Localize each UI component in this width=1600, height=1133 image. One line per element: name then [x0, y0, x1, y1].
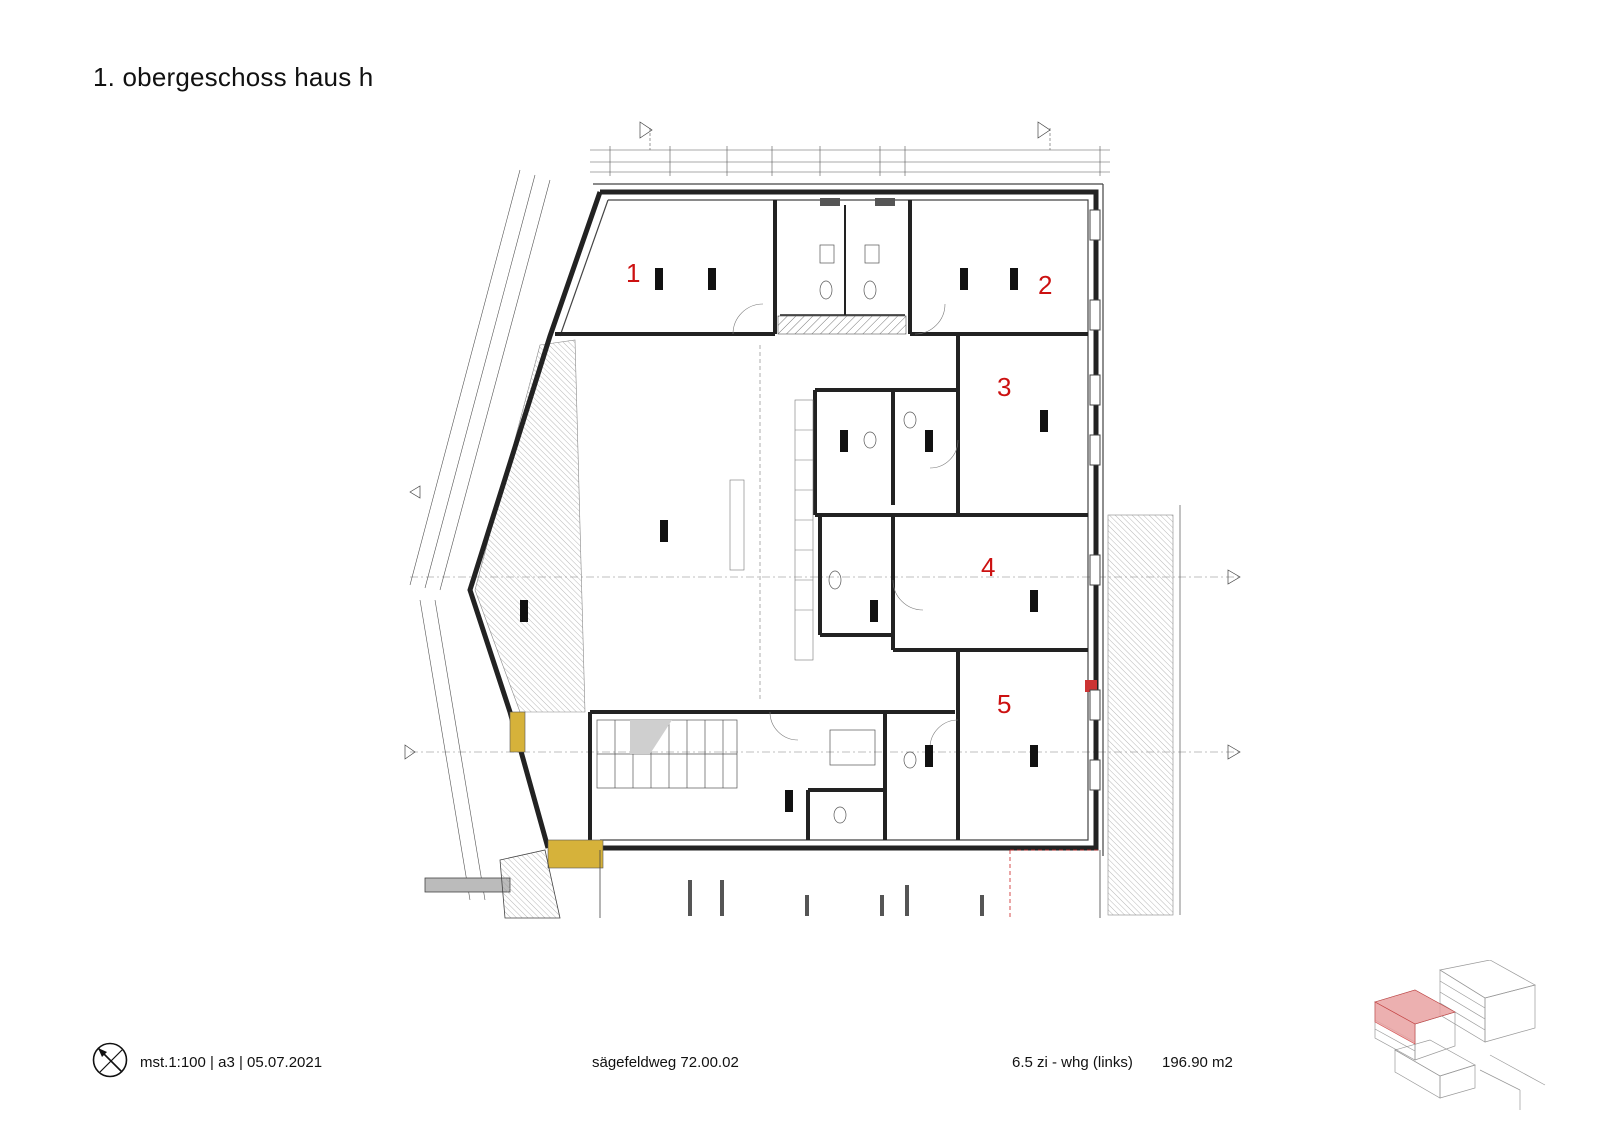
outer-walls [467, 189, 1099, 851]
room-tags [520, 268, 1048, 812]
outer-walls-inner [559, 183, 1104, 856]
room-numbers: 1 2 3 4 5 [626, 258, 1052, 719]
terrace-right [1107, 505, 1181, 916]
lower-section-fragment [424, 849, 1101, 919]
unit-area: 196.90 m2 [1162, 1054, 1233, 1071]
page-title: 1. obergeschoss haus h [93, 62, 374, 92]
room-number-1: 1 [626, 258, 640, 288]
room-number-5: 5 [997, 689, 1011, 719]
axonometric-context-icon [1374, 960, 1546, 1110]
structural-patches [509, 198, 1097, 869]
loggia-area [474, 339, 586, 713]
scale-and-date: mst.1:100 | a3 | 05.07.2021 [140, 1054, 323, 1071]
interior-walls [555, 200, 1088, 840]
sanitary-fixtures [819, 244, 917, 824]
room-number-3: 3 [997, 372, 1011, 402]
room-number-2: 2 [1038, 270, 1052, 300]
kitchen-cabinets [729, 345, 814, 700]
room-number-4: 4 [981, 552, 995, 582]
right-facade-windows [1089, 209, 1101, 791]
left-dimension-band [409, 169, 551, 901]
staircase [596, 719, 738, 789]
dimension-ticks [688, 880, 984, 916]
top-dimension-lines [590, 128, 1110, 176]
door-swings [732, 303, 959, 749]
north-arrow-icon [92, 1042, 128, 1078]
grid-axis-markers [404, 121, 1241, 760]
unit-type: 6.5 zi - whg (links) [1012, 1054, 1133, 1071]
project-name: sägefeldweg 72.00.02 [592, 1054, 739, 1071]
